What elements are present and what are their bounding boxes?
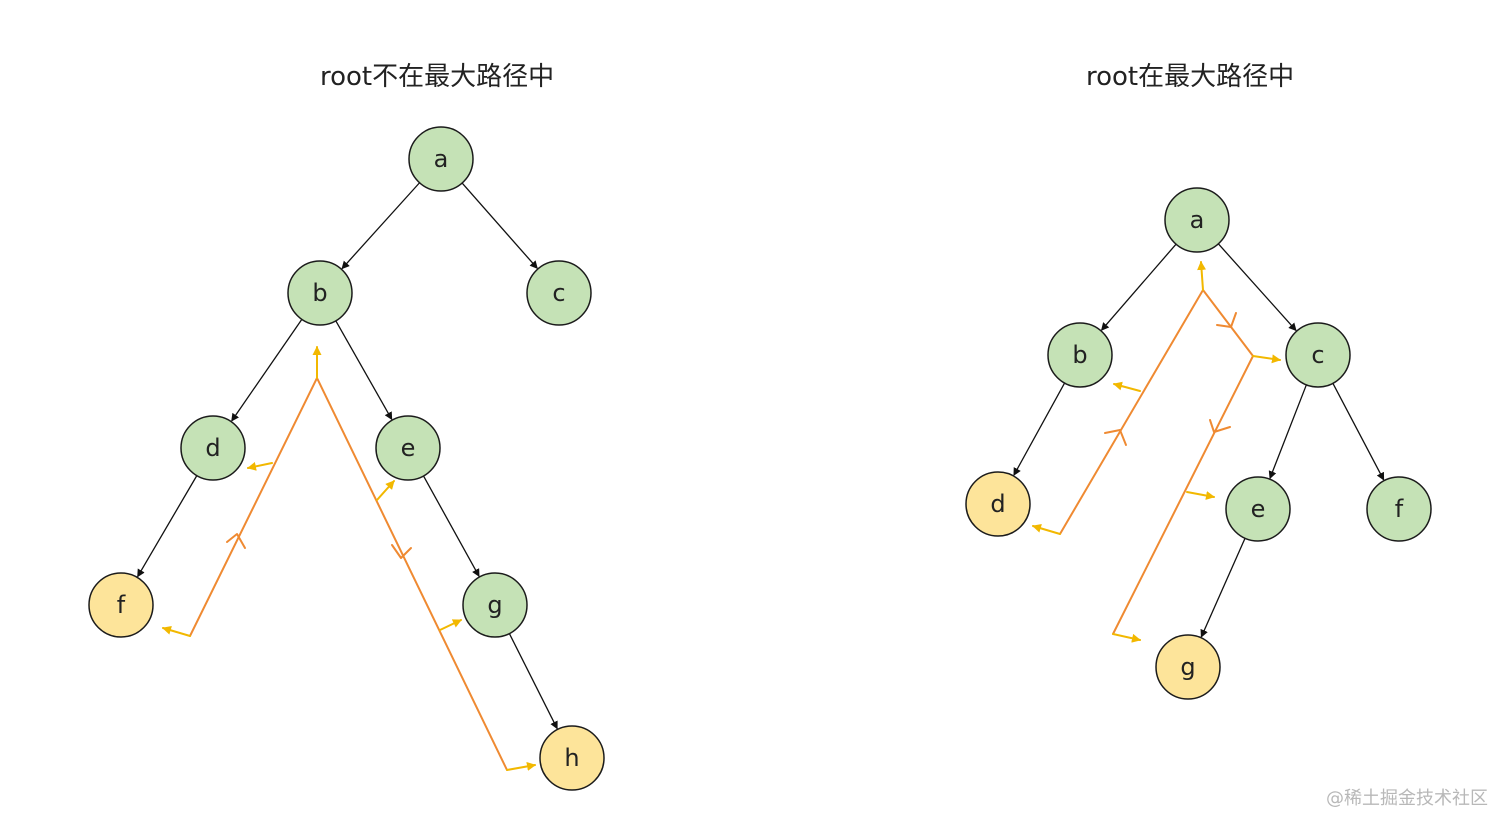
left-return-arrow-h [506,761,536,771]
left-diagram-title: root不在最大路径中 [320,62,555,92]
left-return-arrow-e [376,480,395,501]
left-node-e: e [375,415,441,481]
right-path-line [1059,289,1254,635]
right-node-a-circle [1164,187,1230,253]
right-edge-a-c [1217,243,1297,332]
left-path-down-chevron [391,544,412,559]
left-node-d-circle [180,415,246,481]
left-node-c-label: c [552,279,565,307]
right-edge-e-g [1200,537,1246,638]
right-path-down-chevron-2 [1209,419,1231,433]
left-node-f-label: f [117,591,126,619]
right-return-arrow-c [1252,354,1281,364]
right-diagram-title: root在最大路径中 [1086,62,1295,92]
right-node-a-label: a [1190,206,1205,234]
left-edge-b-e [335,320,393,421]
left-node-b-label: b [312,279,327,307]
left-path-up-chevron [226,533,246,549]
left-edge-b-d [231,318,303,422]
right-node-g: g [1155,634,1221,700]
right-node-d-label: d [990,490,1005,518]
left-edge-a-b [341,182,421,270]
left-node-b-circle [287,260,353,326]
right-return-arrow-d [1032,523,1061,535]
left-node-c: c [526,260,592,326]
right-node-g-circle [1155,634,1221,700]
left-node-a-label: a [434,145,449,173]
left-edge-d-f [137,475,198,578]
right-node-e-label: e [1251,495,1266,523]
right-node-c-label: c [1311,341,1324,369]
left-node-d: d [180,415,246,481]
right-tree-nodes: a b c d e f g [965,187,1432,700]
left-edge-e-g [422,475,480,578]
right-node-e-circle [1225,476,1291,542]
right-edge-a-b [1100,243,1177,331]
left-tree-nodes: a b c d e f g h [88,126,605,791]
left-node-h: h [539,725,605,791]
right-node-d: d [965,471,1031,537]
left-node-g-label: g [487,591,502,619]
right-path-down-chevron-1 [1216,312,1237,328]
left-node-a: a [408,126,474,192]
left-node-e-label: e [401,434,416,462]
right-return-arrow-g [1112,633,1141,643]
left-node-h-circle [539,725,605,791]
right-tree-edges [1013,243,1385,638]
left-node-e-circle [375,415,441,481]
right-node-b: b [1047,322,1113,388]
right-node-c: c [1285,322,1351,388]
left-edge-g-h [508,633,558,730]
right-node-f: f [1366,476,1432,542]
right-edge-c-e [1268,384,1307,480]
right-node-c-circle [1285,322,1351,388]
right-return-arrow-a [1197,261,1207,291]
right-node-b-circle [1047,322,1113,388]
right-edge-b-d [1013,382,1066,476]
right-max-path [1032,261,1281,643]
right-node-f-label: f [1395,495,1404,523]
right-node-e: e [1225,476,1291,542]
right-return-arrow-b [1113,381,1141,392]
watermark: @稀土掘金技术社区 [1326,788,1488,809]
left-node-f-circle [88,572,154,638]
left-node-g-circle [462,572,528,638]
right-path-up-chevron [1104,429,1127,446]
left-edge-a-c [461,182,538,269]
left-tree-edges [137,182,558,730]
left-node-g: g [462,572,528,638]
left-return-arrow-d [247,461,273,471]
right-node-f-circle [1366,476,1432,542]
right-node-g-label: g [1180,653,1195,681]
left-node-h-label: h [564,744,579,772]
left-return-arrow-f [162,625,191,637]
left-node-f: f [88,572,154,638]
right-node-b-label: b [1072,341,1087,369]
left-node-b: b [287,260,353,326]
left-max-path [162,346,536,771]
left-return-arrow-g [439,619,462,631]
left-node-a-circle [408,126,474,192]
right-return-arrow-e [1186,491,1215,500]
right-edge-c-f [1332,383,1385,481]
right-node-a: a [1164,187,1230,253]
right-node-d-circle [965,471,1031,537]
left-node-d-label: d [205,434,220,462]
left-node-c-circle [526,260,592,326]
